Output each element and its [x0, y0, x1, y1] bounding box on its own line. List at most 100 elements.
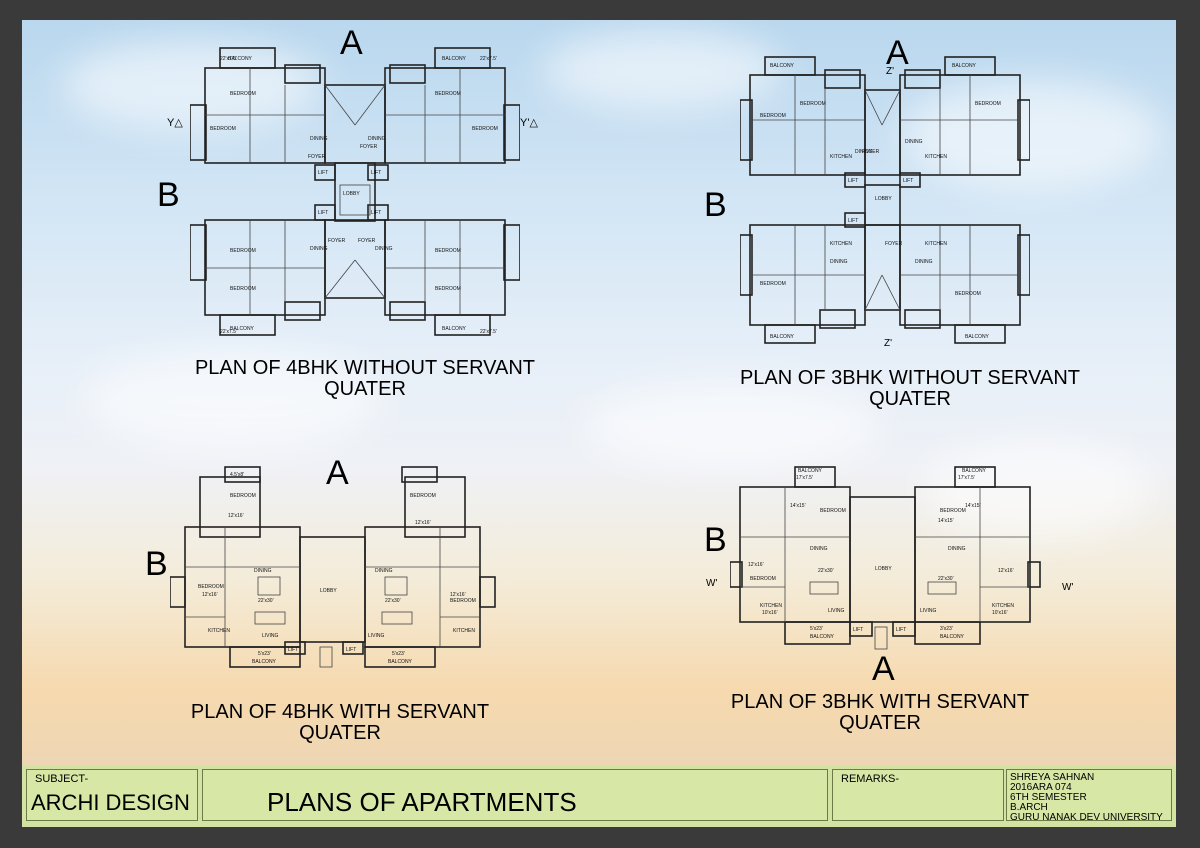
- balcony-label: BALCONY: [228, 56, 253, 62]
- kitchen-label: KITCHEN: [208, 628, 230, 634]
- subject-box: SUBJECT- ARCHI DESIGN: [26, 769, 198, 821]
- subject-label: SUBJECT-: [35, 773, 89, 785]
- living-label: LIVING: [368, 633, 385, 639]
- dimension-label: 4.5'x8': [230, 472, 244, 478]
- bedroom-label: BEDROOM: [198, 584, 224, 590]
- dining-label: DINING: [254, 568, 272, 574]
- semester: 6TH SEMESTER: [1010, 792, 1087, 803]
- dimension-label: 10'x16': [762, 610, 778, 616]
- bedroom-label: BEDROOM: [435, 248, 461, 254]
- lobby-label: LOBBY: [875, 566, 892, 572]
- caption-line: QUATER: [299, 722, 381, 744]
- dimension-label: 5'x23': [258, 651, 271, 657]
- living-label: LIVING: [262, 633, 279, 639]
- dining-label: DINING: [368, 136, 386, 142]
- section-marker-y: Y: [167, 117, 175, 129]
- dining-label: DINING: [810, 546, 828, 552]
- student-name: SHREYA SAHNAN: [1010, 772, 1095, 783]
- foyer-label: FOYER: [328, 238, 346, 244]
- dimension-label: 17'x7.5': [958, 475, 975, 481]
- balcony-label: BALCONY: [442, 56, 467, 62]
- lift-label: LIFT: [346, 647, 356, 653]
- dining-label: DINING: [855, 149, 873, 155]
- dining-label: DINING: [948, 546, 966, 552]
- section-marker-z-prime: Z': [884, 338, 893, 349]
- dimension-label: 5'x23': [810, 626, 823, 632]
- title-block: SUBJECT- ARCHI DESIGN PLANS OF APARTMENT…: [22, 765, 1176, 827]
- bedroom-label: BEDROOM: [435, 286, 461, 292]
- bedroom-label: BEDROOM: [800, 101, 826, 107]
- balcony-label: BALCONY: [442, 326, 467, 332]
- dining-label: DINING: [375, 568, 393, 574]
- lift-label: LIFT: [853, 627, 863, 633]
- dimension-label: 5'x23': [392, 651, 405, 657]
- dimension-label: 14'x15': [965, 503, 981, 509]
- dimension-label: 22'x30': [818, 568, 834, 574]
- dining-label: DINING: [310, 246, 328, 252]
- foyer-label: FOYER: [358, 238, 376, 244]
- bedroom-label: BEDROOM: [472, 126, 498, 132]
- dimension-label: 22'x7.5': [220, 56, 237, 62]
- bedroom-label: BEDROOM: [230, 286, 256, 292]
- dimension-label: 22'x30': [385, 598, 401, 604]
- bedroom-label: BEDROOM: [955, 291, 981, 297]
- plan-3bhk-with-servant: BALCONY BALCONY 17'x7.5' 17'x7.5' 14'x15…: [730, 466, 1041, 650]
- lift-label: LIFT: [371, 170, 381, 176]
- section-marker-w-prime: W': [1062, 582, 1074, 593]
- dimension-label: 22'x7.5': [480, 56, 497, 62]
- dimension-label: 12'x16': [202, 592, 218, 598]
- section-marker-w: W': [706, 578, 718, 589]
- dimension-label: 17'x7.5': [796, 475, 813, 481]
- bedroom-label: BEDROOM: [820, 508, 846, 514]
- kitchen-label: KITCHEN: [760, 603, 782, 609]
- balcony-label: BALCONY: [810, 634, 835, 640]
- dimension-label: 22'x7.5': [480, 329, 497, 335]
- foyer-label: FOYER: [862, 149, 880, 155]
- foyer-label: FOYER: [308, 154, 326, 160]
- section-marker-b: B: [704, 186, 727, 224]
- plan-4bhk-without-servant: BALCONY BALCONY BALCONY BALCONY BEDROOM …: [190, 47, 520, 336]
- section-marker-a: A: [326, 454, 349, 492]
- bedroom-label: BEDROOM: [210, 126, 236, 132]
- balcony-label: BALCONY: [798, 468, 823, 474]
- section-marker-y-prime: Y': [520, 117, 530, 129]
- dimension-label: 12'x16': [228, 513, 244, 519]
- dimension-label: 22'x30': [258, 598, 274, 604]
- section-marker-b: B: [704, 521, 727, 559]
- section-marker-b: B: [157, 176, 180, 214]
- dining-label: DINING: [830, 259, 848, 265]
- bedroom-label: BEDROOM: [750, 576, 776, 582]
- balcony-label: BALCONY: [388, 659, 413, 665]
- dimension-label: 14'x15': [938, 518, 954, 524]
- section-marker-z: Z': [886, 66, 895, 77]
- student-info-box: SHREYA SAHNAN 2016ARA 074 6TH SEMESTER B…: [1006, 769, 1172, 823]
- dimension-label: 12'x16': [450, 592, 466, 598]
- caption-line: PLAN OF 4BHK WITH SERVANT: [190, 701, 490, 723]
- bedroom-label: BEDROOM: [230, 248, 256, 254]
- balcony-label: BALCONY: [770, 63, 795, 69]
- dining-label: DINING: [905, 139, 923, 145]
- bedroom-label: BEDROOM: [760, 113, 786, 119]
- bedroom-label: BEDROOM: [230, 493, 256, 499]
- dimension-label: 22'x30': [938, 576, 954, 582]
- roll-number: 2016ARA 074: [1010, 782, 1072, 793]
- section-marker-a: A: [340, 24, 363, 62]
- section-triangle-icon: △: [174, 117, 183, 129]
- bedroom-label: BEDROOM: [410, 493, 436, 499]
- foyer-label: FOYER: [360, 144, 378, 150]
- section-marker-a: A: [872, 650, 895, 688]
- section-triangle-icon: △: [529, 117, 538, 129]
- lift-label: LIFT: [318, 210, 328, 216]
- course: B.ARCH: [1010, 802, 1048, 813]
- balcony-label: BALCONY: [965, 334, 990, 340]
- bedroom-label: BEDROOM: [435, 91, 461, 97]
- bedroom-label: BEDROOM: [975, 101, 1001, 107]
- lobby-label: LOBBY: [875, 196, 892, 202]
- balcony-label: BALCONY: [230, 326, 255, 332]
- dimension-label: 12'x16': [748, 562, 764, 568]
- dimension-label: 12'x16': [415, 520, 431, 526]
- caption-line: PLAN OF 3BHK WITH SERVANT: [730, 691, 1030, 713]
- drawing-sheet: [22, 20, 1176, 765]
- remarks-label: REMARKS-: [841, 773, 900, 785]
- caption-line: QUATER: [324, 378, 406, 400]
